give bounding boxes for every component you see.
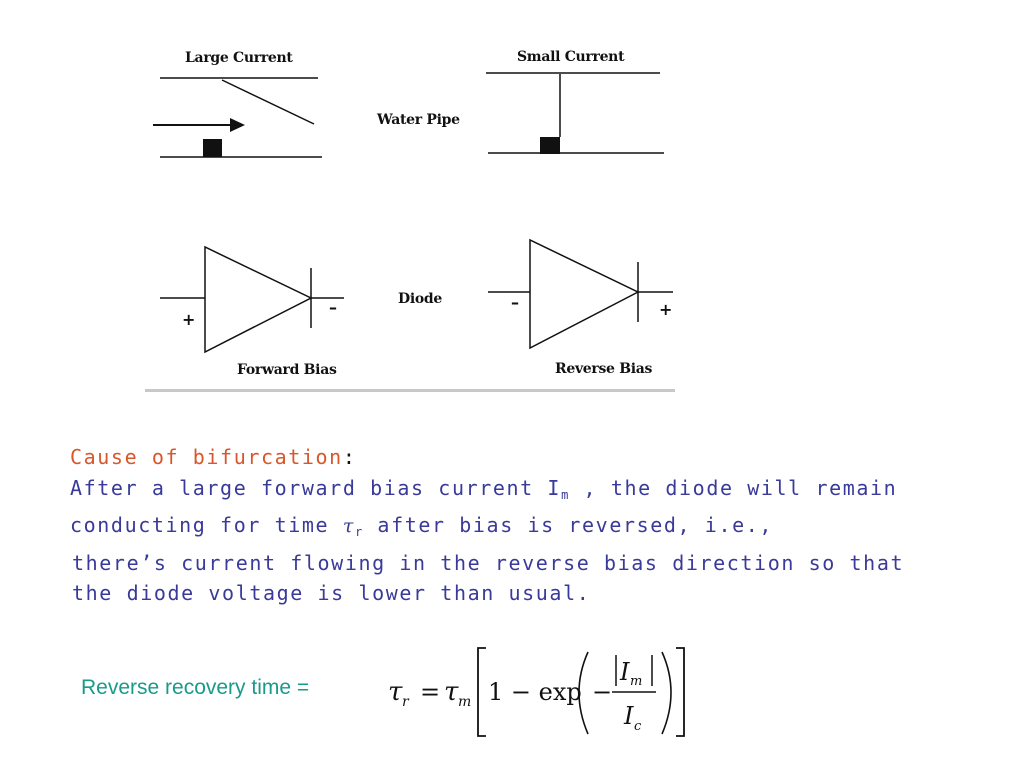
explanation-text: Cause of bifurcation: After a large forw… bbox=[70, 442, 905, 609]
left-parenthesis bbox=[578, 651, 589, 735]
denominator-sub-c: c bbox=[634, 719, 642, 734]
diode-label: Diode bbox=[398, 291, 442, 307]
forward-diode-symbol bbox=[160, 245, 344, 354]
explanation-line-1: After a large forward bias current Im , … bbox=[70, 473, 896, 511]
current-subscript: m bbox=[561, 487, 570, 502]
tau-symbol: τ bbox=[342, 515, 355, 537]
figure-drawing bbox=[145, 72, 675, 392]
reverse-plus-sign: + bbox=[659, 300, 673, 319]
right-square-bracket bbox=[676, 647, 685, 737]
tau-r-symbol: τ bbox=[388, 677, 403, 707]
recovery-time-formula: τ r = τ m 1 − exp − I m I c bbox=[388, 647, 685, 737]
line1-text-end: , the diode will remain bbox=[569, 475, 898, 500]
reverse-recovery-label: Reverse recovery time = bbox=[81, 676, 310, 699]
sub-r: r bbox=[402, 694, 410, 710]
cause-heading: Cause of bifurcation bbox=[70, 445, 343, 469]
forward-minus-sign: – bbox=[329, 298, 337, 317]
reverse-bias-label: Reverse Bias bbox=[555, 361, 653, 377]
denominator-I: I bbox=[623, 702, 634, 730]
explanation-line-4: the diode voltage is lower than usual. bbox=[72, 581, 591, 605]
explanation-line-3: there’s current flowing in the reverse b… bbox=[72, 550, 905, 575]
tau-subscript: r bbox=[354, 525, 364, 539]
explanation-line-2: conducting for time τr after bias is rev… bbox=[70, 510, 870, 548]
water-pipe-diode-figure: Large Current Small Current Water Pipe D… bbox=[145, 49, 675, 392]
sub-m: m bbox=[458, 694, 471, 710]
one-minus-exp: 1 − exp bbox=[488, 678, 582, 706]
large-current-pipe bbox=[160, 77, 322, 158]
reverse-diode-symbol bbox=[488, 238, 673, 350]
right-parenthesis bbox=[661, 651, 672, 735]
gate-block bbox=[540, 137, 560, 154]
reverse-minus-sign: – bbox=[511, 293, 519, 312]
large-current-label: Large Current bbox=[185, 50, 293, 66]
flow-arrow-icon bbox=[153, 118, 245, 132]
forward-bias-label: Forward Bias bbox=[237, 362, 337, 378]
cause-heading-line: Cause of bifurcation: bbox=[70, 442, 870, 473]
left-square-bracket bbox=[477, 647, 486, 737]
small-current-pipe bbox=[486, 72, 664, 154]
small-current-label: Small Current bbox=[517, 49, 625, 65]
equals-sign: = bbox=[420, 678, 440, 706]
gate-block bbox=[203, 139, 222, 157]
heading-colon: : bbox=[342, 445, 357, 469]
water-pipe-label: Water Pipe bbox=[377, 112, 460, 128]
line1-text: After a large forward bias current I bbox=[70, 475, 562, 500]
forward-plus-sign: + bbox=[182, 310, 196, 329]
cropped-caption-edge bbox=[145, 389, 675, 392]
numerator-sub-m: m bbox=[630, 674, 642, 689]
tau-m-symbol: τ bbox=[444, 677, 459, 707]
line2-text: conducting for time bbox=[70, 513, 343, 537]
line2-text-end: after bias is reversed, i.e., bbox=[363, 513, 774, 537]
numerator-I: I bbox=[619, 658, 630, 686]
minus-sign: − bbox=[592, 678, 612, 706]
